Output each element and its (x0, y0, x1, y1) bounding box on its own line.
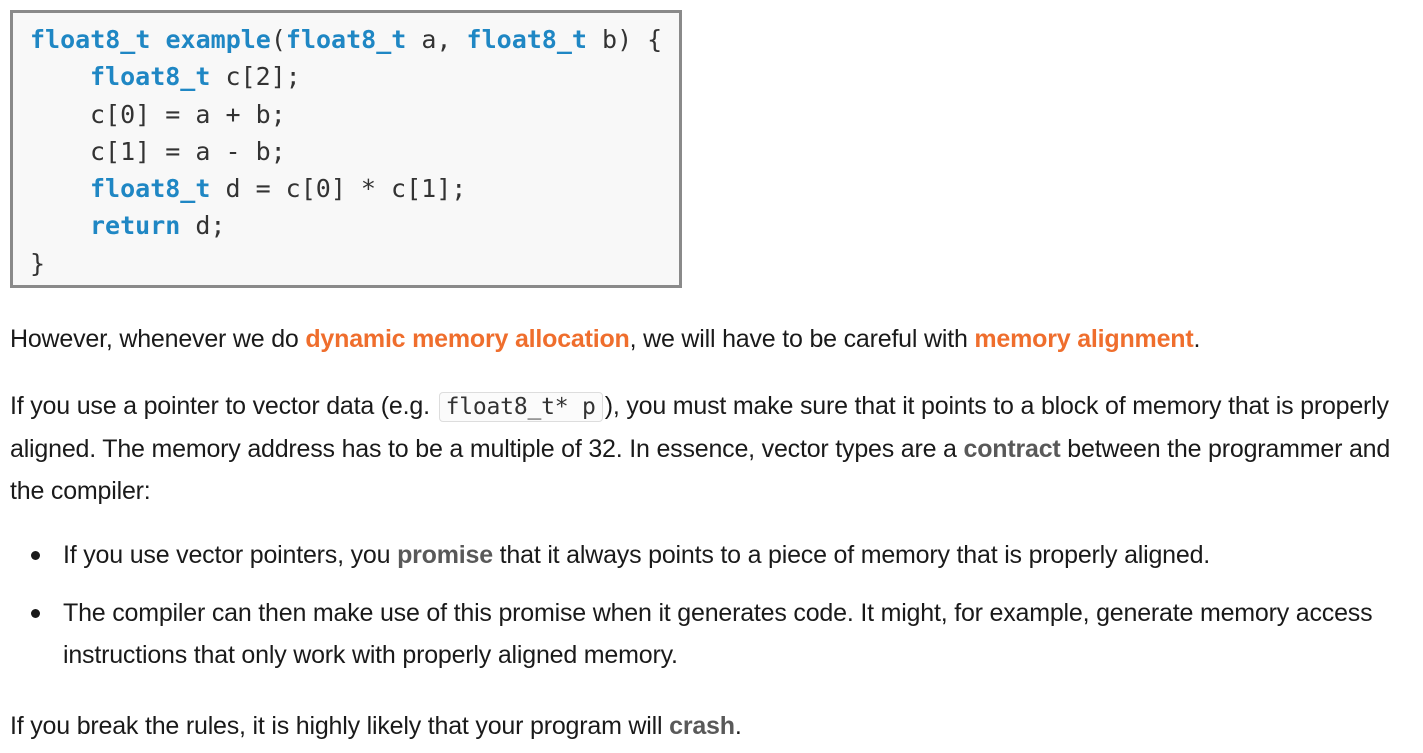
code-line: float8_t example(float8_t a, float8_t b)… (30, 21, 679, 58)
code-keyword: float8_t (30, 25, 151, 54)
text: between the programmer and the compiler: (10, 435, 1391, 505)
code-token: c[0] = a + b; (90, 99, 286, 129)
code-line: float8_t d = c[0] * c[1]; (30, 170, 679, 207)
code-block: float8_t example(float8_t a, float8_t b)… (10, 10, 682, 288)
list-item: If you use vector pointers, you promise … (10, 534, 1410, 576)
code-token (150, 25, 165, 54)
text: The compiler can then make use of this p… (63, 599, 1373, 669)
text: ), you must make sure that it points to … (10, 392, 1389, 463)
paragraph-crash: If you break the rules, it is highly lik… (10, 705, 1410, 747)
text: If you use vector pointers, you (63, 541, 398, 569)
term-contract: contract (963, 435, 1061, 463)
paragraph-allocation: However, whenever we do dynamic memory a… (10, 318, 1410, 360)
term-dynamic-memory-allocation: dynamic memory allocation (305, 325, 630, 353)
code-token: c[2]; (210, 62, 301, 92)
code-token: d; (180, 211, 226, 241)
code-keyword: float8_t (90, 62, 211, 92)
code-keyword: example (165, 25, 271, 54)
code-keyword: float8_t (466, 25, 587, 54)
code-line: c[1] = a - b; (30, 133, 679, 170)
code-line: return d; (30, 207, 679, 244)
paragraph-pointer-alignment: If you use a pointer to vector data (e.g… (10, 385, 1410, 512)
text: . (734, 712, 742, 740)
text: However, whenever we do (10, 325, 306, 353)
code-token: c[1] = a - b; (90, 136, 286, 166)
document-page: float8_t example(float8_t a, float8_t b)… (10, 10, 1410, 747)
code-keyword: return (90, 211, 181, 241)
inline-code-pointer: float8_t* p (438, 392, 603, 422)
text: , we will have to be careful with (629, 325, 975, 353)
code-token: d = c[0] * c[1]; (210, 174, 467, 204)
code-keyword: float8_t (285, 25, 407, 54)
text: . (1193, 325, 1201, 353)
code-token: ( (270, 25, 286, 54)
code-token: } (30, 248, 46, 278)
bullet-list: If you use vector pointers, you promise … (10, 534, 1410, 676)
term-memory-alignment: memory alignment (974, 325, 1194, 353)
list-item: The compiler can then make use of this p… (10, 592, 1410, 676)
term-promise: promise (397, 541, 493, 569)
code-token: b) { (586, 25, 663, 54)
bullet-dot-icon (31, 609, 40, 618)
code-line: c[0] = a + b; (30, 96, 679, 133)
code-keyword: float8_t (90, 174, 211, 204)
text: If you use a pointer to vector data (e.g… (10, 392, 437, 420)
text: If you break the rules, it is highly lik… (10, 712, 670, 740)
code-line: float8_t c[2]; (30, 58, 679, 95)
bullet-dot-icon (31, 551, 40, 560)
code-line: } (30, 245, 679, 282)
code-token: a, (406, 25, 467, 54)
text: that it always points to a piece of memo… (492, 541, 1211, 569)
term-crash: crash (669, 712, 735, 740)
